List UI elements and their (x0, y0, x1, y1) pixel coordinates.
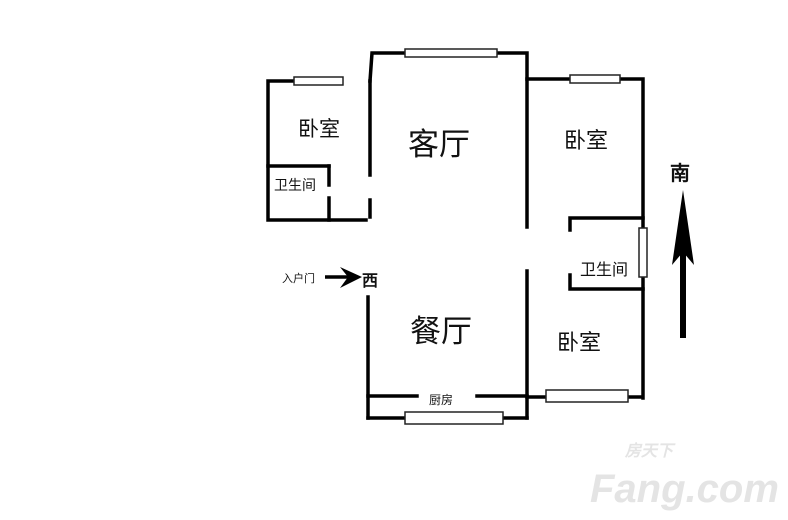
window-bedroom-right-bottom (545, 389, 629, 403)
room-bedroom-right-bottom: 卧室 (557, 331, 601, 356)
room-bathroom-left: 卫生间 (274, 178, 316, 194)
room-kitchen: 厨房 (429, 392, 453, 407)
entrance-marker: 入户门 西 (282, 267, 378, 290)
watermark-en: Fang.com (590, 467, 779, 511)
window-living-room (404, 48, 498, 58)
compass-south-label: 南 (670, 161, 690, 185)
room-bedroom-right-top: 卧室 (564, 129, 608, 154)
watermark: 房天下 Fang.com (590, 442, 779, 511)
window-kitchen (404, 411, 504, 425)
arrow-up-icon (672, 190, 694, 338)
watermark-cn: 房天下 (624, 442, 676, 460)
direction-west-label: 西 (362, 271, 378, 290)
room-dining-room: 餐厅 (410, 314, 472, 350)
room-labels: 卧室 卫生间 客厅 卧室 卫生间 餐厅 卧室 厨房 (274, 117, 628, 407)
walls (266, 51, 645, 420)
room-living-room: 客厅 (408, 127, 470, 163)
room-bathroom-right: 卫生间 (580, 260, 628, 279)
window-bedroom-left (293, 76, 344, 86)
arrow-right-icon (325, 267, 362, 288)
window-bathroom-right (638, 227, 648, 278)
window-bedroom-right-top (569, 74, 621, 84)
windows (293, 48, 648, 425)
entrance-label: 入户门 (282, 271, 315, 285)
room-bedroom-left: 卧室 (298, 117, 340, 141)
compass: 南 (670, 161, 694, 338)
